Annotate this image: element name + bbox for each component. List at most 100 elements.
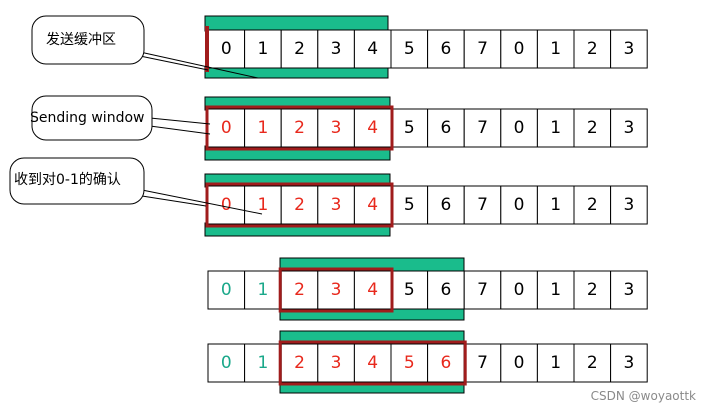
- sequence-number: 7: [477, 280, 488, 300]
- sequence-cell: [207, 343, 246, 383]
- sequence-number: 3: [623, 280, 634, 300]
- sequence-number: 1: [550, 118, 561, 138]
- sequence-number: 7: [477, 118, 488, 138]
- sequence-cell: [207, 185, 246, 225]
- callout-pointer-1: [139, 51, 259, 79]
- sequence-cell: [610, 108, 648, 148]
- sequence-cell: [573, 108, 612, 148]
- sequence-number: 6: [440, 118, 451, 138]
- sending-window-frame: [278, 267, 394, 313]
- sequence-cell: [390, 108, 429, 148]
- sequence-number: 2: [294, 280, 305, 300]
- sequence-number: 6: [440, 280, 451, 300]
- sequence-number: 3: [623, 39, 634, 59]
- buffer-bar-top: [204, 15, 389, 32]
- sequence-number: 5: [404, 39, 415, 59]
- sequence-cell: [317, 185, 355, 225]
- callout-box-3: [9, 157, 145, 205]
- sending-window-frame: [205, 105, 394, 151]
- sequence-number: 0: [221, 280, 232, 300]
- sequence-number: 1: [550, 39, 561, 59]
- buffer-start-marker: [205, 26, 209, 72]
- sequence-cell: [536, 343, 575, 383]
- sequence-cell: [427, 343, 465, 383]
- sequence-cell: [390, 270, 429, 310]
- callout-pointer-3: [141, 189, 263, 215]
- sequence-number: 2: [294, 39, 305, 59]
- sending-window-frame: [278, 340, 467, 386]
- callout-text-3: 收到对0-1的确认: [14, 172, 121, 188]
- sequence-number: 4: [367, 280, 378, 300]
- sequence-cell: [244, 343, 282, 383]
- sequence-number: 2: [587, 280, 598, 300]
- sequence-number: 3: [623, 118, 634, 138]
- sequence-number: 3: [331, 280, 342, 300]
- callout-pointer-2: [149, 117, 211, 125]
- sequence-number: 1: [257, 39, 268, 59]
- sequence-cell: [573, 29, 612, 69]
- sequence-cell: [280, 343, 319, 383]
- sequence-cell: [244, 270, 282, 310]
- sequence-cell: [610, 270, 648, 310]
- sequence-cell: [500, 29, 538, 69]
- sequence-number: 0: [514, 280, 525, 300]
- sequence-number: 0: [514, 195, 525, 215]
- sequence-cell: [463, 29, 502, 69]
- footer-watermark: CSDN @woyaottk: [590, 389, 696, 403]
- sequence-number: 2: [587, 39, 598, 59]
- sequence-cell: [536, 185, 575, 225]
- sequence-number: 5: [404, 353, 415, 373]
- sending-window-frame: [205, 182, 394, 228]
- sequence-number: 4: [367, 195, 378, 215]
- sequence-number: 6: [440, 195, 451, 215]
- sequence-number: 2: [294, 195, 305, 215]
- sequence-number: 0: [514, 353, 525, 373]
- sequence-number: 0: [221, 118, 232, 138]
- sequence-cell: [353, 108, 392, 148]
- sequence-cell: [573, 185, 612, 225]
- sequence-cell: [427, 108, 465, 148]
- sequence-cell: [353, 185, 392, 225]
- callout-text-1: 发送缓冲区: [46, 32, 116, 48]
- window-frames: [205, 26, 467, 386]
- callout-pointer-1b: [139, 55, 209, 71]
- sequence-number: 0: [221, 39, 232, 59]
- sequence-number: 5: [404, 118, 415, 138]
- sequence-number: 1: [257, 353, 268, 373]
- sequence-cell: [353, 343, 392, 383]
- sequence-number: 3: [331, 118, 342, 138]
- sequence-cell: [463, 185, 502, 225]
- callout-box-1: [31, 15, 145, 65]
- sequence-number: 3: [331, 353, 342, 373]
- sequence-number: 1: [550, 353, 561, 373]
- sequence-cell: [610, 185, 648, 225]
- sequence-cell: [390, 185, 429, 225]
- sequence-cell: [317, 108, 355, 148]
- sequence-number: 5: [404, 280, 415, 300]
- sequence-cell: [427, 185, 465, 225]
- sequence-cell: [573, 343, 612, 383]
- sequence-number: 4: [367, 118, 378, 138]
- sequence-number: 5: [404, 195, 415, 215]
- sequence-number: 3: [331, 195, 342, 215]
- sequence-number: 7: [477, 195, 488, 215]
- sequence-cell: [280, 108, 319, 148]
- sequence-cell: [463, 343, 502, 383]
- sequence-cell: [500, 108, 538, 148]
- sequence-cell: [207, 29, 246, 69]
- sequence-number: 3: [331, 39, 342, 59]
- sequence-number: 1: [257, 280, 268, 300]
- sequence-cell: [280, 185, 319, 225]
- sequence-number: 0: [221, 195, 232, 215]
- sequence-cell: [463, 270, 502, 310]
- sequence-number: 2: [587, 353, 598, 373]
- sequence-number: 1: [257, 195, 268, 215]
- sequence-number: 6: [440, 39, 451, 59]
- callout-box-2: [31, 95, 153, 141]
- sequence-cell: [463, 108, 502, 148]
- sequence-cell: [244, 108, 282, 148]
- sequence-number: 6: [440, 353, 451, 373]
- sequence-cell: [610, 343, 648, 383]
